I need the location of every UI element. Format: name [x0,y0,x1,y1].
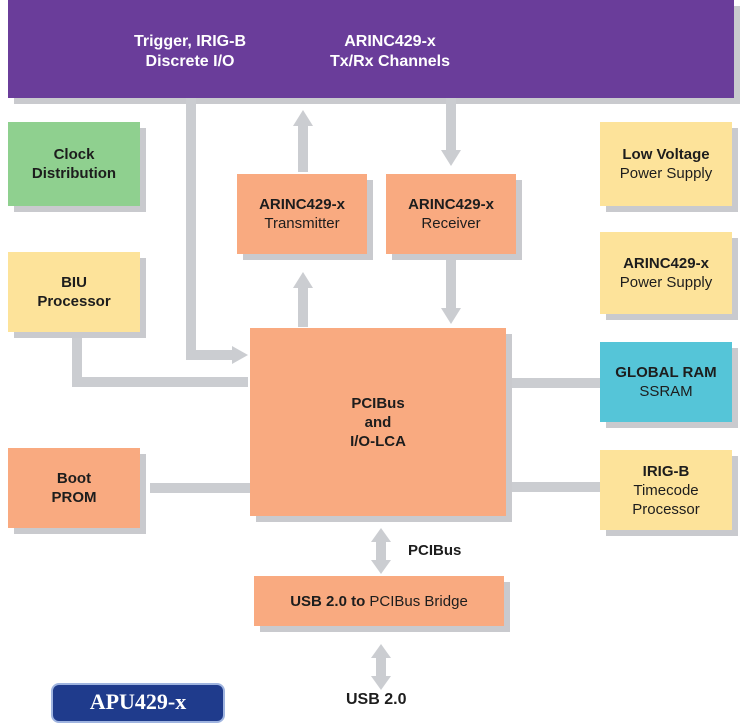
low-voltage-power-block: Low Voltage Power Supply [600,122,732,206]
biu-processor-block: BIU Processor [8,252,140,332]
irig-connector [504,482,600,492]
biu-connector-horizontal [72,377,248,387]
pci-usb-arrow-shaft [376,540,386,562]
top-bus-left-label-line1: Trigger, IRIG-B [133,33,246,50]
receiver-block-line2: Receiver [421,215,481,232]
top-bus-left-label-line2: Discrete I/O [145,53,235,70]
arinc-power-block-line2: Power Supply [619,274,713,291]
usb-arrow-head-down [371,676,391,690]
irig-block-line2: Timecode [633,481,699,499]
product-badge: APU429-x [51,683,225,723]
irig-block-line1: IRIG-B [642,462,690,480]
tx-up-arrow-head [293,110,313,126]
usb-bridge-normal-text: PCIBus Bridge [365,592,468,610]
clock-block-line2: Distribution [31,165,117,182]
boot-connector [150,483,250,493]
transmitter-block-line1: ARINC429-x [259,196,345,213]
pci-block-line3: I/O-LCA [350,432,406,450]
boot-block-line2: PROM [51,489,97,506]
pci-usb-arrow-head-up [371,528,391,542]
pci-tx-arrow-shaft [298,285,308,327]
receiver-block: ARINC429-x Receiver [386,174,516,254]
rx-down-arrow-shaft [446,98,456,152]
trigger-connector-vertical [186,98,196,360]
pci-tx-arrow-head [293,272,313,288]
low-voltage-block-line1: Low Voltage [622,146,710,163]
pci-usb-arrow-head-down [371,560,391,574]
boot-prom-block: Boot PROM [8,448,140,528]
top-bus-right-label: ARINC429-x Tx/Rx Channels [310,32,470,72]
top-bus-right-label-line2: Tx/Rx Channels [329,53,451,70]
clock-block-line1: Clock [53,146,95,163]
biu-block-line1: BIU [61,274,87,291]
irig-b-block: IRIG-B Timecode Processor [600,450,732,530]
top-bus-right-label-line1: ARINC429-x [344,33,436,50]
trigger-connector-horizontal [186,350,234,360]
transmitter-block-line2: Transmitter [264,215,340,232]
pci-block-line1: PCIBus [351,394,405,412]
global-ram-block: GLOBAL RAM SSRAM [600,342,732,422]
rx-pci-arrow-shaft [446,258,456,310]
usb-arrow-head-up [371,644,391,658]
clock-distribution-block: Clock Distribution [8,122,140,206]
receiver-block-line1: ARINC429-x [408,196,494,213]
transmitter-block: ARINC429-x Transmitter [237,174,367,254]
low-voltage-block-line2: Power Supply [619,165,713,182]
arinc-power-block: ARINC429-x Power Supply [600,232,732,314]
global-ram-block-line1: GLOBAL RAM [615,364,717,381]
ram-connector [504,378,600,388]
pci-block-line2: and [364,413,392,431]
usb-arrow-shaft [376,656,386,678]
pcibus-label: PCIBus [408,542,462,559]
usb-bridge-block: USB 2.0 to PCIBus Bridge [254,576,504,626]
irig-block-line3: Processor [632,500,700,518]
biu-connector-vertical [72,330,82,385]
rx-down-arrow-head [441,150,461,166]
global-ram-block-line2: SSRAM [639,383,693,400]
arinc-power-block-line1: ARINC429-x [623,255,709,272]
rx-pci-arrow-head [441,308,461,324]
top-bus-bar [8,0,734,98]
top-bus-left-label: Trigger, IRIG-B Discrete I/O [110,32,270,72]
pcibus-lca-block: PCIBus and I/O-LCA [250,328,506,516]
tx-up-arrow-shaft [298,124,308,172]
biu-block-line2: Processor [37,293,111,310]
usb-label: USB 2.0 [346,691,407,708]
usb-bridge-bold-text: USB 2.0 to [290,592,366,610]
boot-block-line1: Boot [56,470,92,487]
trigger-arrow-head [232,346,248,364]
